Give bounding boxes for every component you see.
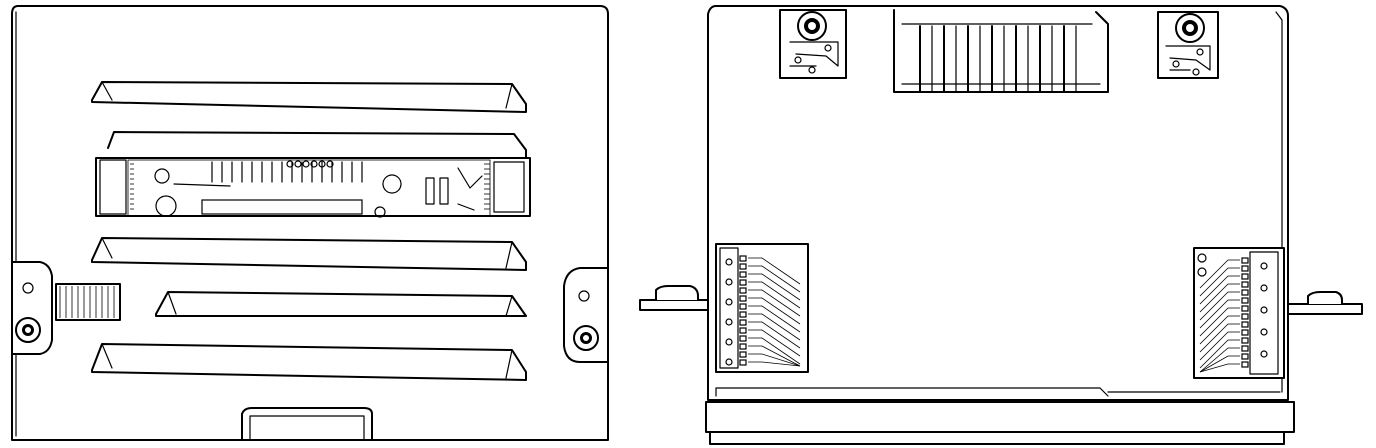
ribbon-connector (55, 283, 121, 321)
housing-chassis-rear-view (639, 5, 1363, 445)
vent-slot-5 (91, 343, 527, 381)
left-mounting-ear (11, 261, 53, 355)
screw-hole-right (578, 290, 590, 302)
top-heatsink (893, 9, 1109, 93)
left-side-tab (639, 299, 709, 311)
bottom-latch-tab (241, 407, 373, 441)
screw-hole-left (22, 282, 34, 294)
right-mounting-ear (563, 267, 609, 363)
circuit-board (95, 157, 531, 218)
terminal-board-right (1193, 247, 1285, 379)
terminal-board-left (715, 243, 809, 373)
cover-outline (11, 5, 609, 441)
right-side-tab (1287, 303, 1363, 315)
connector-block-left (779, 9, 847, 79)
vent-slot-2 (107, 131, 527, 161)
vent-slot-3 (91, 237, 527, 271)
vent-slot-4 (155, 291, 527, 317)
chassis-outline (707, 5, 1289, 401)
bottom-rail (705, 401, 1295, 433)
connector-block-right (1157, 11, 1219, 79)
vent-slot-1 (91, 81, 527, 113)
housing-cover-front-view (11, 5, 609, 441)
